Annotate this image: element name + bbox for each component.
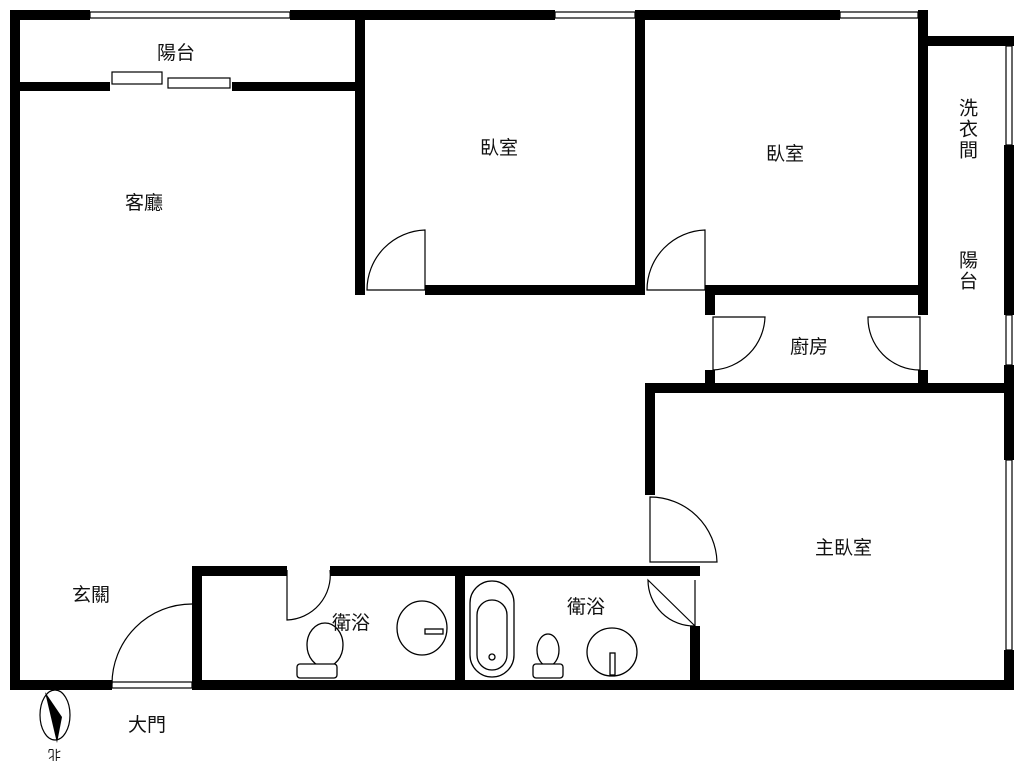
wall: [355, 10, 365, 295]
door-swing: [649, 496, 718, 563]
wall: [635, 10, 645, 295]
door-swing: [286, 569, 331, 621]
sink: [396, 600, 448, 656]
window: [1005, 459, 1013, 651]
door-swing: [646, 229, 706, 291]
room-label-foyer: 玄關: [72, 584, 111, 606]
wall: [192, 566, 287, 576]
wall: [705, 370, 715, 390]
doors: [111, 229, 921, 685]
walls: [10, 10, 1014, 690]
wall: [645, 383, 655, 495]
windows: [89, 11, 1013, 689]
compass-north-label: 北: [48, 746, 62, 761]
wall: [10, 10, 90, 20]
window: [89, 11, 291, 19]
window: [1005, 314, 1013, 366]
wall: [645, 383, 1014, 393]
wall: [635, 10, 840, 20]
room-label-bedroom-1: 臥室: [480, 137, 519, 159]
wall: [10, 10, 20, 690]
toilet: [536, 633, 560, 667]
room-label-master-bedroom: 主臥室: [815, 537, 873, 559]
room-label-living-room: 客廳: [125, 192, 164, 214]
room-label-balcony: 陽台: [157, 42, 196, 64]
door-swing: [867, 316, 921, 371]
bathtub-inner: [476, 599, 508, 671]
wall: [918, 36, 1014, 46]
wall: [425, 285, 645, 295]
wall: [192, 566, 202, 690]
wall: [1004, 365, 1014, 460]
door-swing: [111, 603, 193, 685]
wall: [918, 370, 928, 390]
door-swing: [366, 229, 426, 291]
wall: [1004, 650, 1014, 690]
wall: [455, 566, 465, 690]
door-swing: [647, 578, 696, 628]
room-label-bathroom-1: 衛浴: [332, 612, 371, 634]
room-label-side-balcony: 陽台: [956, 250, 978, 292]
wall: [1004, 145, 1014, 315]
wall: [690, 626, 700, 690]
sink: [586, 627, 638, 677]
wall: [232, 82, 365, 91]
main-door-label: 大門: [128, 714, 167, 736]
window: [111, 681, 193, 689]
wall: [290, 10, 555, 20]
wall: [10, 680, 112, 690]
faucet: [424, 628, 444, 635]
sliding-door: [111, 71, 163, 85]
window: [1005, 45, 1013, 146]
wall: [330, 566, 700, 576]
door-swing: [712, 316, 766, 371]
sliding-door: [167, 77, 231, 89]
wall: [10, 82, 110, 91]
wall: [705, 285, 928, 295]
window: [554, 11, 636, 19]
toilet-tank: [532, 663, 564, 679]
wall: [192, 680, 1014, 690]
room-label-kitchen: 廚房: [790, 336, 829, 358]
fixtures: [296, 580, 638, 679]
window: [839, 11, 919, 19]
room-label-laundry: 洗衣間: [956, 98, 978, 161]
compass-icon: [39, 689, 71, 743]
wall: [918, 10, 928, 315]
room-label-bathroom-2: 衛浴: [567, 596, 606, 618]
bathtub-drain: [488, 653, 496, 661]
room-label-bedroom-2: 臥室: [766, 143, 805, 165]
wall: [705, 285, 715, 315]
toilet-tank: [296, 663, 338, 679]
faucet: [609, 652, 616, 676]
